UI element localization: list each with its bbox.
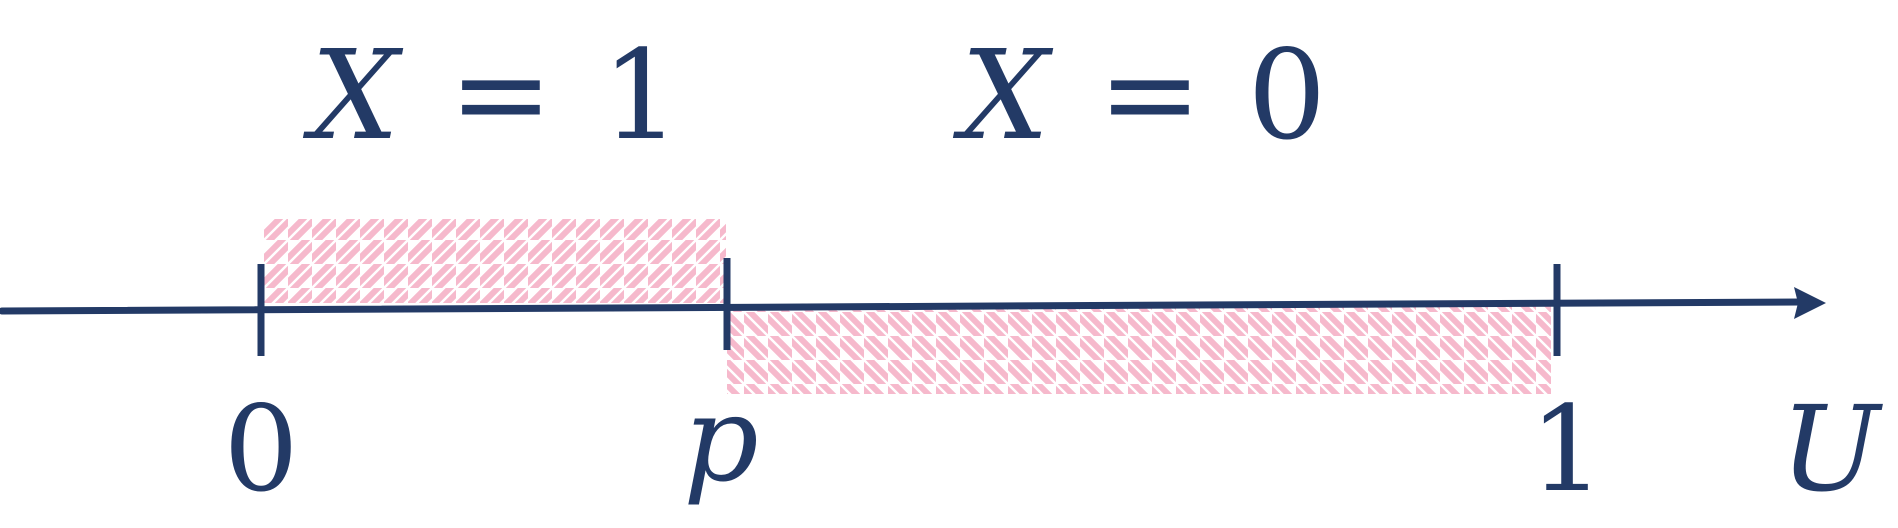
region-label-value: 1 [602,24,681,168]
u-axis-line [0,298,1806,315]
region-label-variable: X [303,24,404,168]
tick-label-1: 1 [1529,380,1604,518]
region-label-value: 0 [1248,24,1327,168]
region-label-operator: = [449,22,553,166]
tick-label-p: p [683,370,759,508]
tick-label-0: 0 [223,380,298,518]
region-label-x-equals-1: X = 1 [303,22,681,168]
arrowhead-icon [1794,287,1826,319]
region-label-x-equals-0: X = 0 [953,22,1327,168]
axis-label-u: U [1780,380,1883,518]
region-label-operator: = [1098,22,1202,166]
region-x-equals-0-hatch [727,306,1551,394]
region-x-equals-1-hatch [264,219,726,303]
region-label-variable: X [953,24,1054,168]
